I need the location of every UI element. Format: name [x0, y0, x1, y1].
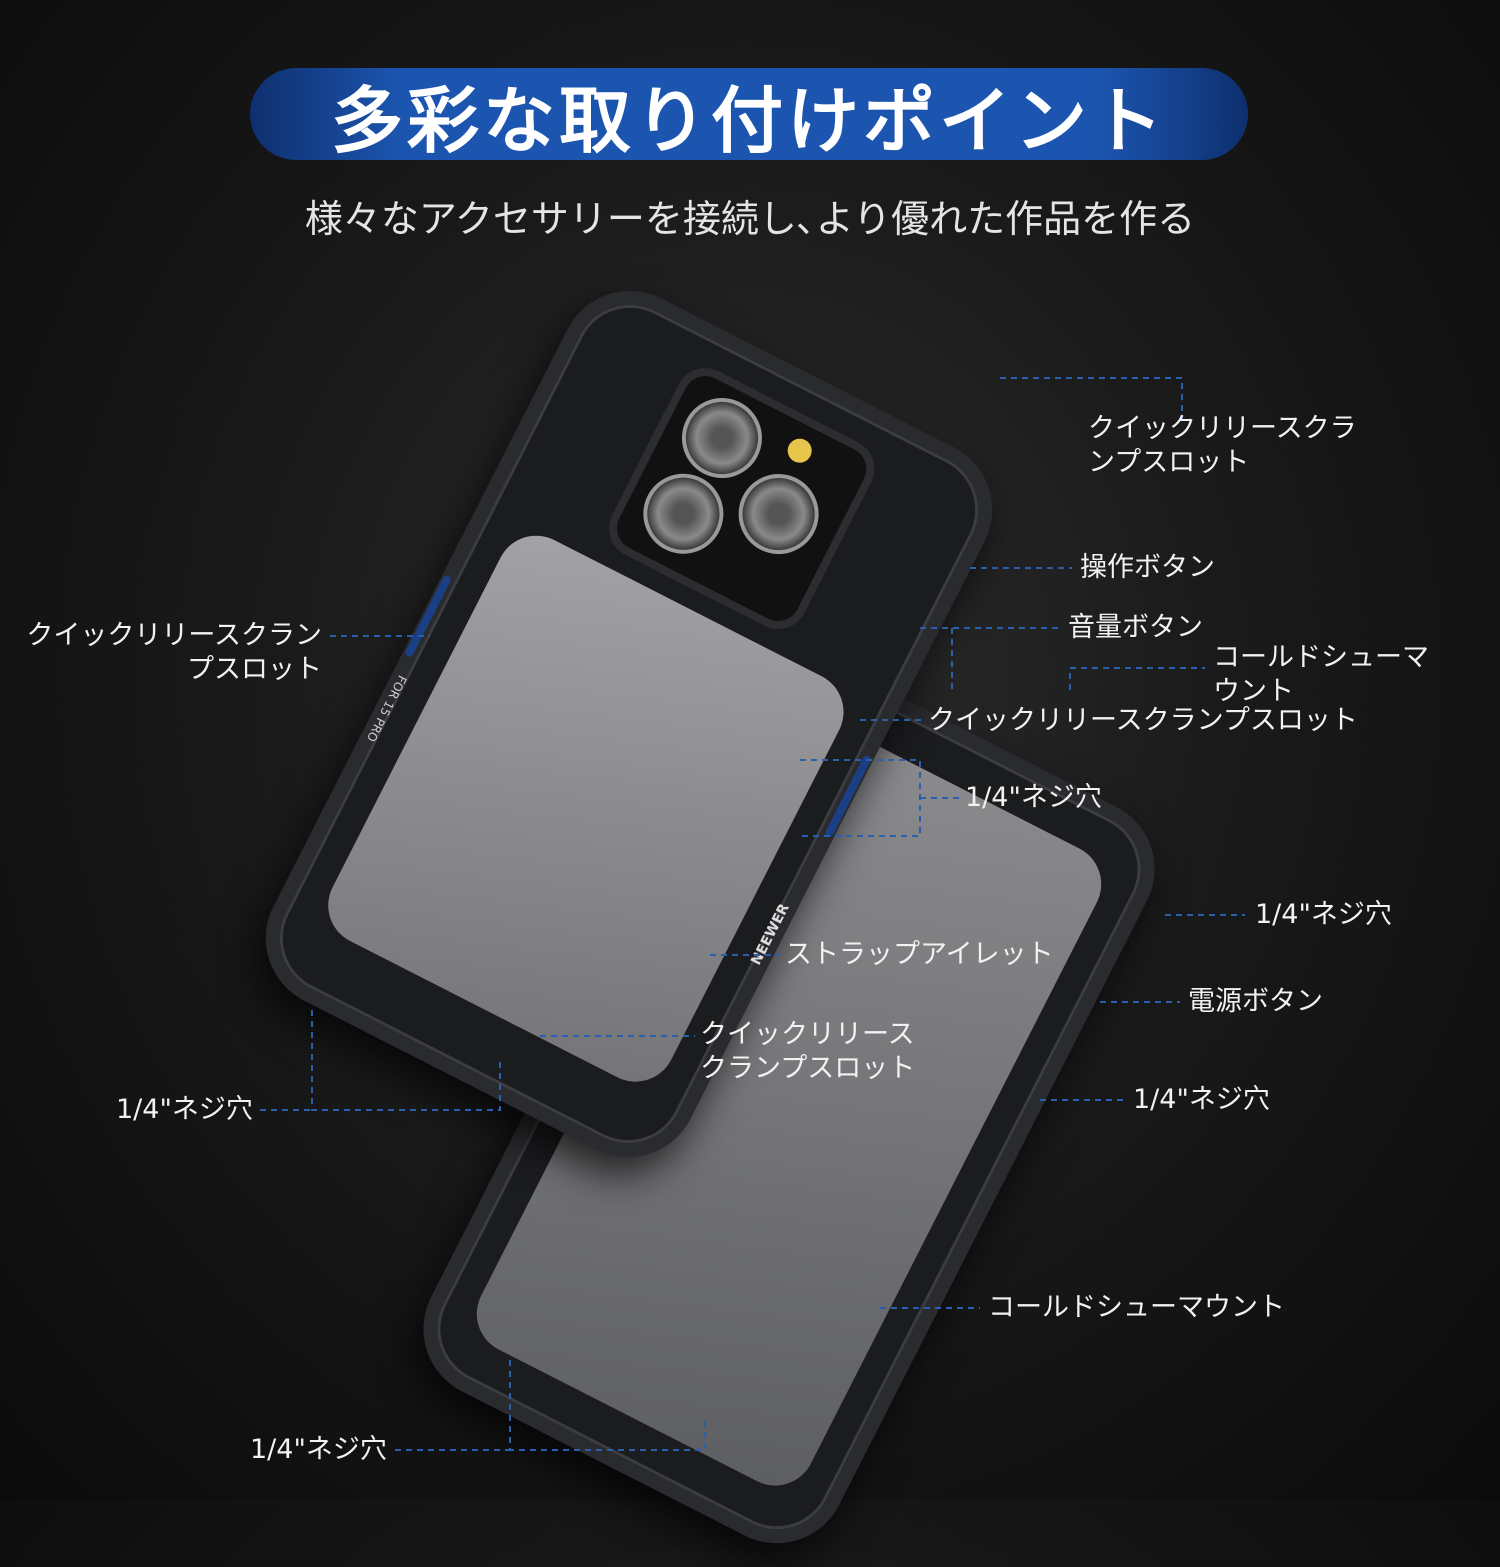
label-qr-slot-bottom: クイックリリースクランプスロット [700, 1018, 915, 1086]
label-qr-slot-top-right: クイックリリースクランプスロット [1088, 412, 1357, 480]
label-screw-hole-right-upper: 1/4"ネジ穴 [1255, 899, 1392, 930]
callout-lines [260, 377, 1245, 1451]
label-qr-slot-middle: クイックリリースクランプスロット [928, 705, 1358, 736]
label-line: ウント [1213, 676, 1294, 707]
label-line: ンプスロット [1088, 447, 1250, 478]
label-line: クランプスロット [700, 1053, 916, 1084]
label-screw-hole-middle: 1/4"ネジ穴 [965, 782, 1102, 813]
label-volume-button: 音量ボタン [1068, 612, 1203, 643]
label-line: クイックリリース [700, 1019, 915, 1050]
label-line: クイックリリースクラン [26, 620, 322, 651]
label-qr-slot-left: クイックリリースクランプスロット [16, 619, 322, 687]
label-screw-hole-right-lower: 1/4"ネジ穴 [1133, 1084, 1270, 1115]
label-screw-hole-bottom: 1/4"ネジ穴 [250, 1434, 387, 1465]
label-line: コールドシューマ [1213, 642, 1429, 673]
label-line: クイックリリースクラ [1088, 413, 1357, 444]
label-strap-eyelet: ストラップアイレット [785, 939, 1054, 970]
title-banner: 多彩な取り付けポイント [250, 68, 1248, 163]
label-power-button: 電源ボタン [1188, 986, 1323, 1017]
label-operation-button: 操作ボタン [1080, 552, 1215, 583]
page-title: 多彩な取り付けポイント [330, 78, 1167, 163]
label-cold-shoe-bottom: コールドシューマウント [988, 1292, 1285, 1323]
label-screw-hole-left: 1/4"ネジ穴 [116, 1094, 253, 1125]
label-line: プスロット [187, 654, 322, 685]
label-cold-shoe-top: コールドシューマウント [1213, 641, 1429, 709]
subtitle: 様々なアクセサリーを接続し､より優れた作品を作る [304, 197, 1196, 241]
